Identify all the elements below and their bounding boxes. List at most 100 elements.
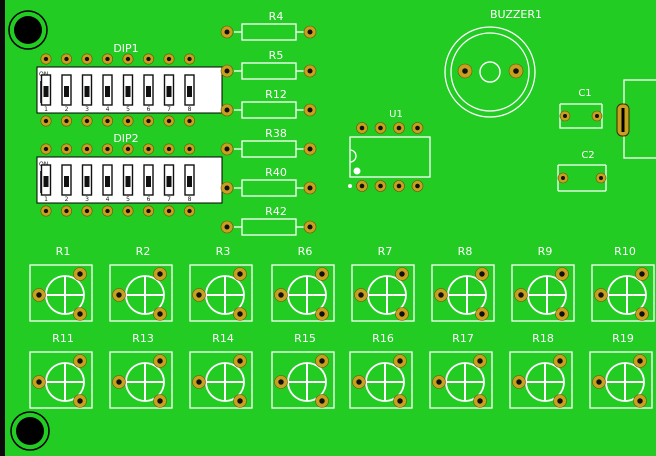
dip-pad-top bbox=[81, 143, 93, 155]
trimpot-pad bbox=[395, 307, 409, 321]
dip-switch-number: 8 bbox=[188, 106, 192, 113]
trimpot-pad bbox=[393, 394, 407, 408]
trimpot-pad bbox=[73, 267, 87, 281]
dip-pad-bottom bbox=[143, 115, 155, 127]
trimpot-pad bbox=[475, 267, 489, 281]
trimpot-pad bbox=[153, 354, 167, 368]
resistor: R5 bbox=[220, 49, 317, 80]
trimpot-ref-label: R11 bbox=[52, 332, 74, 345]
trimpot-ref-label: R19 bbox=[612, 332, 634, 345]
resistor-pad bbox=[220, 103, 234, 117]
dip-switch-toggle[interactable] bbox=[61, 164, 72, 196]
trimpot-pad bbox=[592, 375, 606, 389]
trimpot-ref-label: R8 bbox=[458, 245, 473, 258]
trimpot-pad bbox=[315, 267, 329, 281]
trimpot: R7 bbox=[351, 245, 415, 322]
trimpot-pad bbox=[32, 375, 46, 389]
resistor-ref-label: R40 bbox=[265, 166, 287, 179]
resistor: R4 bbox=[220, 10, 317, 41]
trimpot-pad bbox=[473, 394, 487, 408]
dip-pad-top bbox=[163, 53, 175, 65]
trimpot-pad bbox=[635, 267, 649, 281]
trimpot-ref-label: R13 bbox=[132, 332, 154, 345]
resistor-pad bbox=[220, 220, 234, 234]
dip-switch-1: DIP1 ON12345678 bbox=[36, 42, 223, 127]
dip-switch-toggle[interactable] bbox=[163, 164, 175, 196]
trimpot-pad bbox=[233, 307, 247, 321]
dip-pad-top bbox=[184, 143, 196, 155]
dip-pad-top bbox=[163, 143, 175, 155]
trimpot-pad bbox=[555, 267, 569, 281]
trimpot: R8 bbox=[431, 245, 495, 322]
resistor-pad bbox=[303, 181, 317, 195]
dip-switch-number: 6 bbox=[147, 196, 151, 203]
dip-switch-number: 2 bbox=[65, 196, 69, 203]
resistor: R38 bbox=[220, 127, 317, 158]
dip-switch-number: 7 bbox=[167, 106, 171, 113]
dip-pad-bottom bbox=[184, 205, 196, 217]
mounting-hole-bottom-left bbox=[10, 411, 50, 451]
partial-component-right bbox=[616, 79, 656, 159]
dip-switch-toggle[interactable] bbox=[184, 164, 195, 196]
dip-pad-bottom bbox=[60, 205, 72, 217]
dip-pad-top bbox=[40, 53, 52, 65]
trimpot: R14 bbox=[189, 332, 253, 409]
dip-switch-toggle[interactable] bbox=[102, 164, 113, 196]
resistor-pad bbox=[303, 220, 317, 234]
resistor-pad bbox=[303, 64, 317, 78]
dip-switch-toggle[interactable] bbox=[184, 74, 195, 106]
trimpot-ref-label: R14 bbox=[212, 332, 234, 345]
trimpot-ref-label: R3 bbox=[216, 245, 231, 258]
dip-switch-toggle[interactable] bbox=[122, 74, 134, 106]
resistor-pad bbox=[220, 64, 234, 78]
trimpot-pad bbox=[354, 288, 368, 302]
trimpot-pad bbox=[153, 394, 167, 408]
dip-pad-bottom bbox=[163, 205, 175, 217]
trimpot-pad bbox=[432, 375, 446, 389]
trimpot: R6 bbox=[271, 245, 335, 322]
dip-pad-bottom bbox=[40, 115, 52, 127]
dip-pad-bottom bbox=[60, 115, 72, 127]
trimpot: R3 bbox=[189, 245, 253, 322]
trimpot-pad bbox=[475, 307, 489, 321]
dip-switch-toggle[interactable] bbox=[40, 164, 52, 196]
ic-pad-bottom bbox=[393, 180, 405, 192]
trimpot: R16 bbox=[349, 332, 413, 409]
dip-switch-toggle[interactable] bbox=[143, 164, 154, 196]
resistor: R12 bbox=[220, 88, 317, 119]
trimpot: R15 bbox=[271, 332, 335, 409]
dip-switch-toggle[interactable] bbox=[81, 164, 93, 196]
trimpot-pad bbox=[393, 354, 407, 368]
trimpot-pad bbox=[32, 288, 46, 302]
ic-pad-top bbox=[356, 122, 368, 134]
dip-pad-top bbox=[102, 143, 114, 155]
dip-switch-toggle[interactable] bbox=[40, 74, 52, 106]
dip-pad-bottom bbox=[102, 115, 114, 127]
dip-switch-toggle[interactable] bbox=[122, 164, 134, 196]
trimpot-pad bbox=[395, 267, 409, 281]
dip-pad-top bbox=[81, 53, 93, 65]
trimpot-ref-label: R7 bbox=[378, 245, 393, 258]
trimpot-pad bbox=[434, 288, 448, 302]
trimpot-ref-label: R16 bbox=[372, 332, 394, 345]
dip-switch-toggle[interactable] bbox=[143, 74, 154, 106]
resistor-pad bbox=[220, 181, 234, 195]
ic-pad-top bbox=[411, 122, 424, 134]
dip-switch-number: 1 bbox=[44, 106, 48, 113]
trimpot-ref-label: R9 bbox=[538, 245, 553, 258]
trimpot-pad bbox=[635, 307, 649, 321]
trimpot-pad bbox=[192, 375, 206, 389]
trimpot-pad bbox=[233, 394, 247, 408]
dip-switch-toggle[interactable] bbox=[102, 74, 113, 106]
dip-switch-toggle[interactable] bbox=[61, 74, 72, 106]
resistor: R42 bbox=[220, 205, 317, 236]
dip-switch-toggle[interactable] bbox=[163, 74, 175, 106]
resistor-ref-label: R12 bbox=[265, 88, 287, 101]
ic-pad-top bbox=[393, 122, 405, 134]
dip-switch-toggle[interactable] bbox=[81, 74, 93, 106]
dip-switch-number: 1 bbox=[44, 196, 48, 203]
dip-pad-top bbox=[60, 53, 72, 65]
dip-switch-number: 5 bbox=[126, 106, 130, 113]
